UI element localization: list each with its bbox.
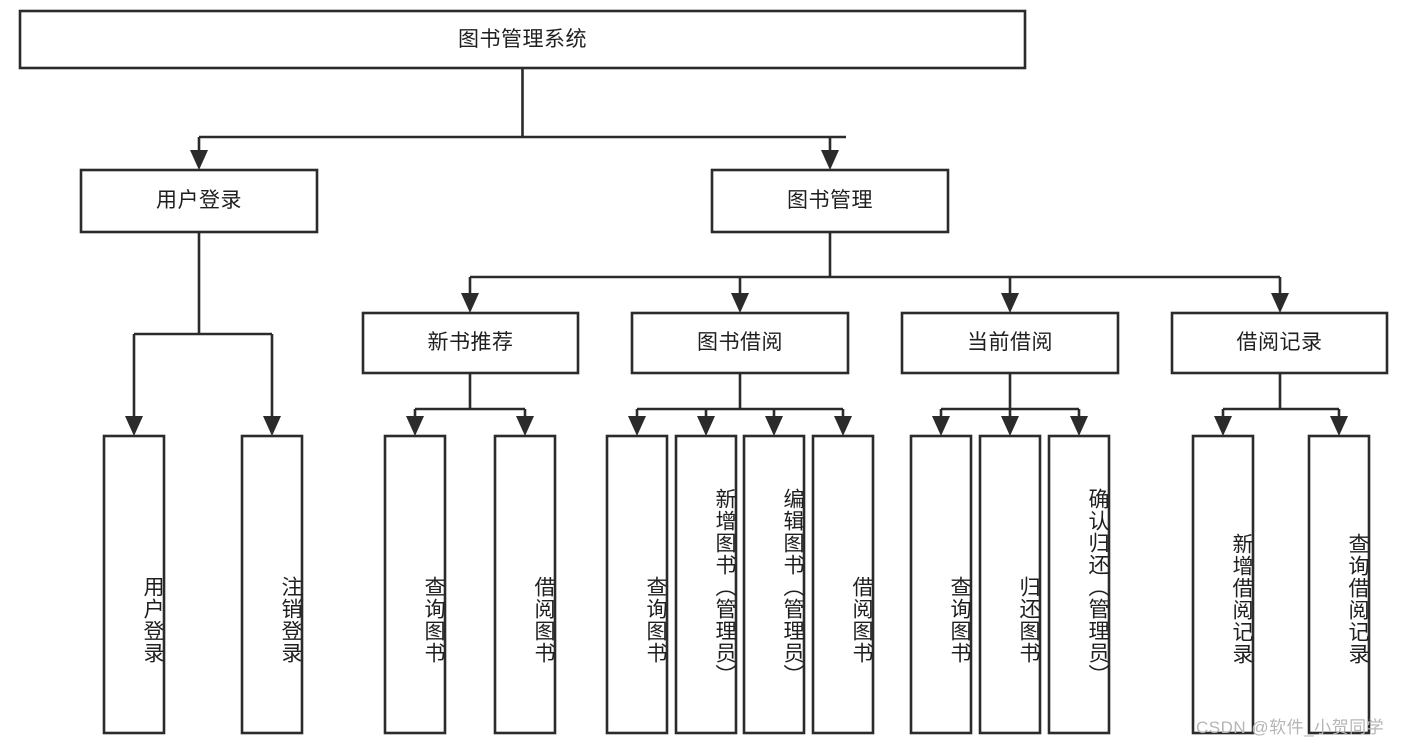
edge-group-booklogin-to-leaves (125, 232, 281, 436)
edge-group-record-to-leaves (1214, 373, 1348, 436)
node-box-current-borrow[interactable] (900, 311, 1120, 375)
node-box-leaf-current-return[interactable] (978, 434, 1042, 735)
node-box-leaf-record-query[interactable] (1307, 434, 1371, 735)
arrow-borrow-record (1271, 293, 1289, 313)
arrow-leaf-current-3 (1070, 416, 1088, 436)
edge-group-current-to-leaves (932, 373, 1088, 436)
edge-group-recommend-to-leaves (406, 373, 534, 436)
arrow-leaf-record-1 (1214, 416, 1232, 436)
node-box-leaf-user-login[interactable] (102, 434, 166, 735)
edge-group-root-to-level1 (190, 68, 846, 170)
arrow-current-borrow (1001, 293, 1019, 313)
node-box-borrow-record[interactable] (1170, 311, 1389, 375)
node-box-root[interactable] (18, 9, 1027, 70)
arrow-leaf-recommend-1 (406, 416, 424, 436)
node-box-leaf-logout[interactable] (240, 434, 304, 735)
node-box-leaf-recommend-borrow[interactable] (493, 434, 557, 735)
node-box-book-borrow[interactable] (630, 311, 850, 375)
edge-group-borrow-to-leaves (628, 373, 852, 436)
arrow-leaf-user-login (125, 416, 143, 436)
node-box-leaf-borrow-edit[interactable] (742, 434, 806, 735)
edge-group-bookmanage-to-level2 (461, 232, 1289, 313)
arrow-leaf-record-2 (1330, 416, 1348, 436)
node-box-leaf-borrow-query[interactable] (605, 434, 669, 735)
arrow-leaf-borrow-4 (834, 416, 852, 436)
node-box-leaf-recommend-query[interactable] (383, 434, 447, 735)
arrow-book-borrow (731, 293, 749, 313)
arrow-leaf-current-1 (932, 416, 950, 436)
arrow-leaf-recommend-2 (516, 416, 534, 436)
arrow-new-book-recommend (461, 293, 479, 313)
arrow-user-login (190, 150, 208, 170)
arrow-leaf-borrow-2 (697, 416, 715, 436)
node-box-leaf-record-add[interactable] (1191, 434, 1255, 735)
node-box-leaf-borrow-lend[interactable] (811, 434, 875, 735)
arrow-leaf-current-2 (1001, 416, 1019, 436)
arrow-leaf-borrow-3 (765, 416, 783, 436)
node-box-leaf-current-confirm[interactable] (1047, 434, 1111, 735)
node-box-leaf-borrow-add[interactable] (674, 434, 738, 735)
node-box-book-manage[interactable] (710, 168, 950, 234)
arrow-leaf-logout (263, 416, 281, 436)
node-box-leaf-current-query[interactable] (909, 434, 973, 735)
arrow-book-manage (821, 150, 839, 170)
node-box-new-book-recommend[interactable] (361, 311, 580, 375)
arrow-leaf-borrow-1 (628, 416, 646, 436)
node-box-user-login[interactable] (79, 168, 319, 234)
